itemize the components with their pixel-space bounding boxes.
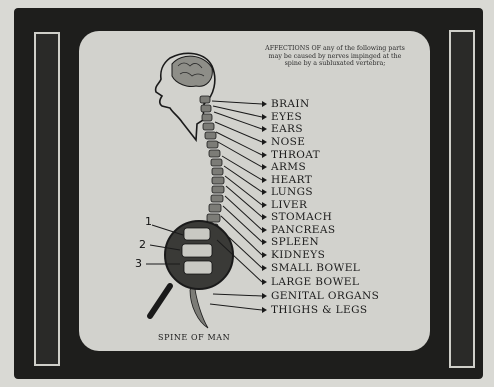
caption-text: AFFECTIONS OF any of the following parts… [260,45,410,68]
label-pancreas: PANCREAS [271,224,335,236]
label-eyes: EYES [271,111,302,123]
label-genital-organs: GENITAL ORGANS [271,290,379,302]
label-thighs-legs: THIGHS & LEGS [271,304,368,316]
label-liver: LIVER [271,199,307,211]
label-arms: ARMS [271,161,306,173]
label-spleen: SPLEEN [271,236,319,248]
marker-3: 3 [135,257,142,270]
brain-icon [172,56,212,86]
label-nose: NOSE [271,136,305,148]
marker-1: 1 [145,215,152,228]
label-ears: EARS [271,123,303,135]
label-throat: THROAT [271,149,320,161]
label-large-bowel: LARGE BOWEL [271,276,359,288]
label-small-bowel: SMALL BOWEL [271,262,360,274]
diagram-title: SPINE OF MAN [158,333,230,342]
label-brain: BRAIN [271,98,310,110]
marker-2: 2 [139,238,146,251]
label-lungs: LUNGS [271,186,313,198]
label-heart: HEART [271,174,312,186]
magnifier-handle [150,286,170,316]
label-kidneys: KIDNEYS [271,249,325,261]
label-stomach: STOMACH [271,211,332,223]
